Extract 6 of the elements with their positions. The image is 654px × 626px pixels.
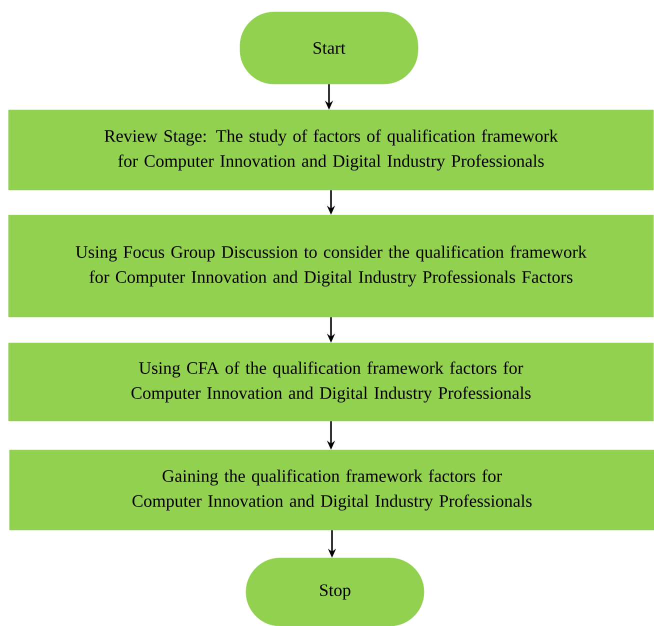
process-box: Using CFA of the qualification framework factors for Computer Innovation and Digital Industry Professionals [8,342,654,422]
process-box: Gaining the qualification framework factors for Computer Innovation and Digital Industry Professionals [9,450,654,530]
terminal-pill: Stop [246,558,424,626]
process-box: Using Focus Group Discussion to consider the qualification framework for Computer Innovation and Digital Industry Professionals Factors [8,214,654,318]
process-box: Review Stage: The study of factors of qualification framework for Computer Innovation and Digital Industry Professionals [8,110,654,190]
terminal-pill: Start [240,12,418,84]
